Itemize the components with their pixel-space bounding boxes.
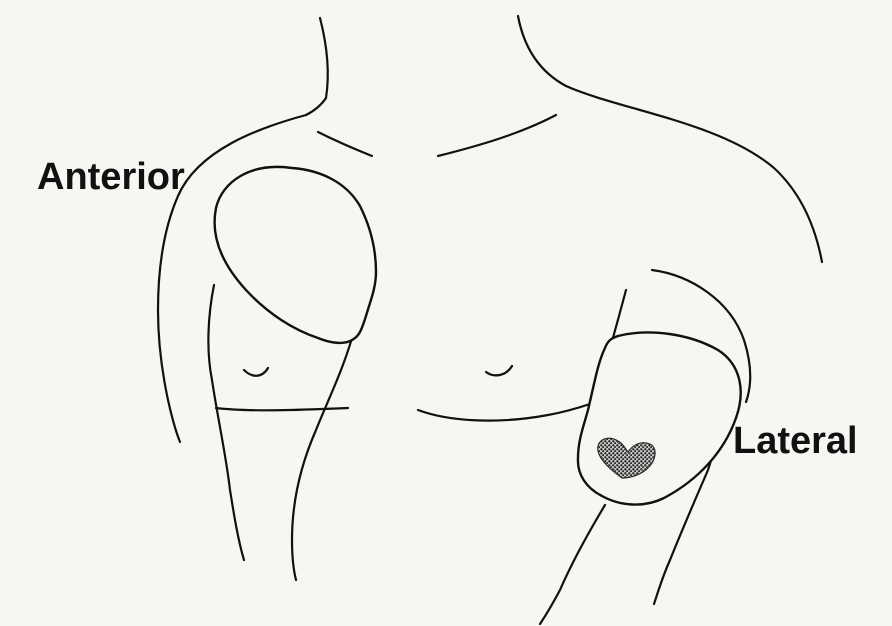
left-arm-inner-outline [208,285,244,560]
right-forearm-outline [540,505,605,624]
lateral-label: Lateral [733,422,858,460]
neck-left-outline [306,18,328,115]
neck-right-outline [518,16,566,86]
right-nipple [486,366,512,375]
right-pectoral-underline [418,404,590,421]
left-clavicle [318,132,372,156]
right-shoulder-outline [566,86,822,262]
left-nipple [244,368,268,376]
left-torso-side-outline [292,338,352,580]
right-clavicle [438,115,556,156]
left-pectoral-underline [216,408,348,410]
anterior-label: Anterior [37,158,185,196]
anterior-defibrillator-pad [215,167,376,343]
lateral-defibrillator-pad [578,332,741,504]
